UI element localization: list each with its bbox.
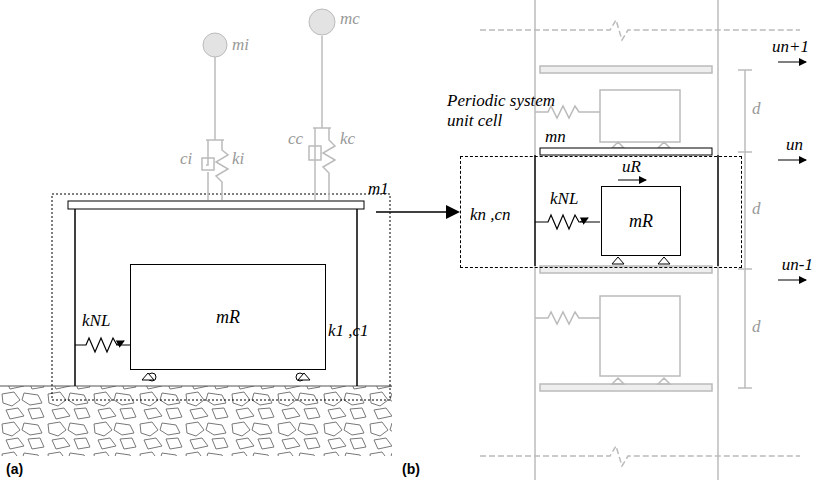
stiffness-label: k1 ,c1 <box>328 322 369 341</box>
dimension-label: d <box>752 200 761 219</box>
mass-label: mR <box>216 307 240 328</box>
damper-label: cc <box>288 130 303 149</box>
spring-label: ki <box>232 150 244 169</box>
panel-label: (b) <box>402 462 420 477</box>
region-caption: Periodic system unit cell <box>447 91 565 130</box>
mass-box: mR <box>130 264 326 370</box>
displacement-label: un <box>786 136 803 155</box>
mass-box: mR <box>601 186 681 256</box>
displacement-label: un-1 <box>782 256 813 275</box>
spring-label: kc <box>340 130 355 149</box>
panel-label: (a) <box>6 462 23 477</box>
dimension-label: d <box>752 100 761 119</box>
displacement-label: un+1 <box>772 38 809 57</box>
mass-label: mi <box>232 36 249 55</box>
damper-label: ci <box>180 150 192 169</box>
stiffness-label: kn ,cn <box>470 206 511 225</box>
mass-label: m1 <box>368 180 389 199</box>
displacement-label: uR <box>622 158 641 177</box>
mass-label: mR <box>629 211 653 232</box>
mass-label: mn <box>545 128 566 147</box>
spring-label: kNL <box>82 312 110 331</box>
mass-label: mc <box>340 10 360 29</box>
dimension-label: d <box>752 318 761 337</box>
spring-label: kNL <box>550 190 578 209</box>
